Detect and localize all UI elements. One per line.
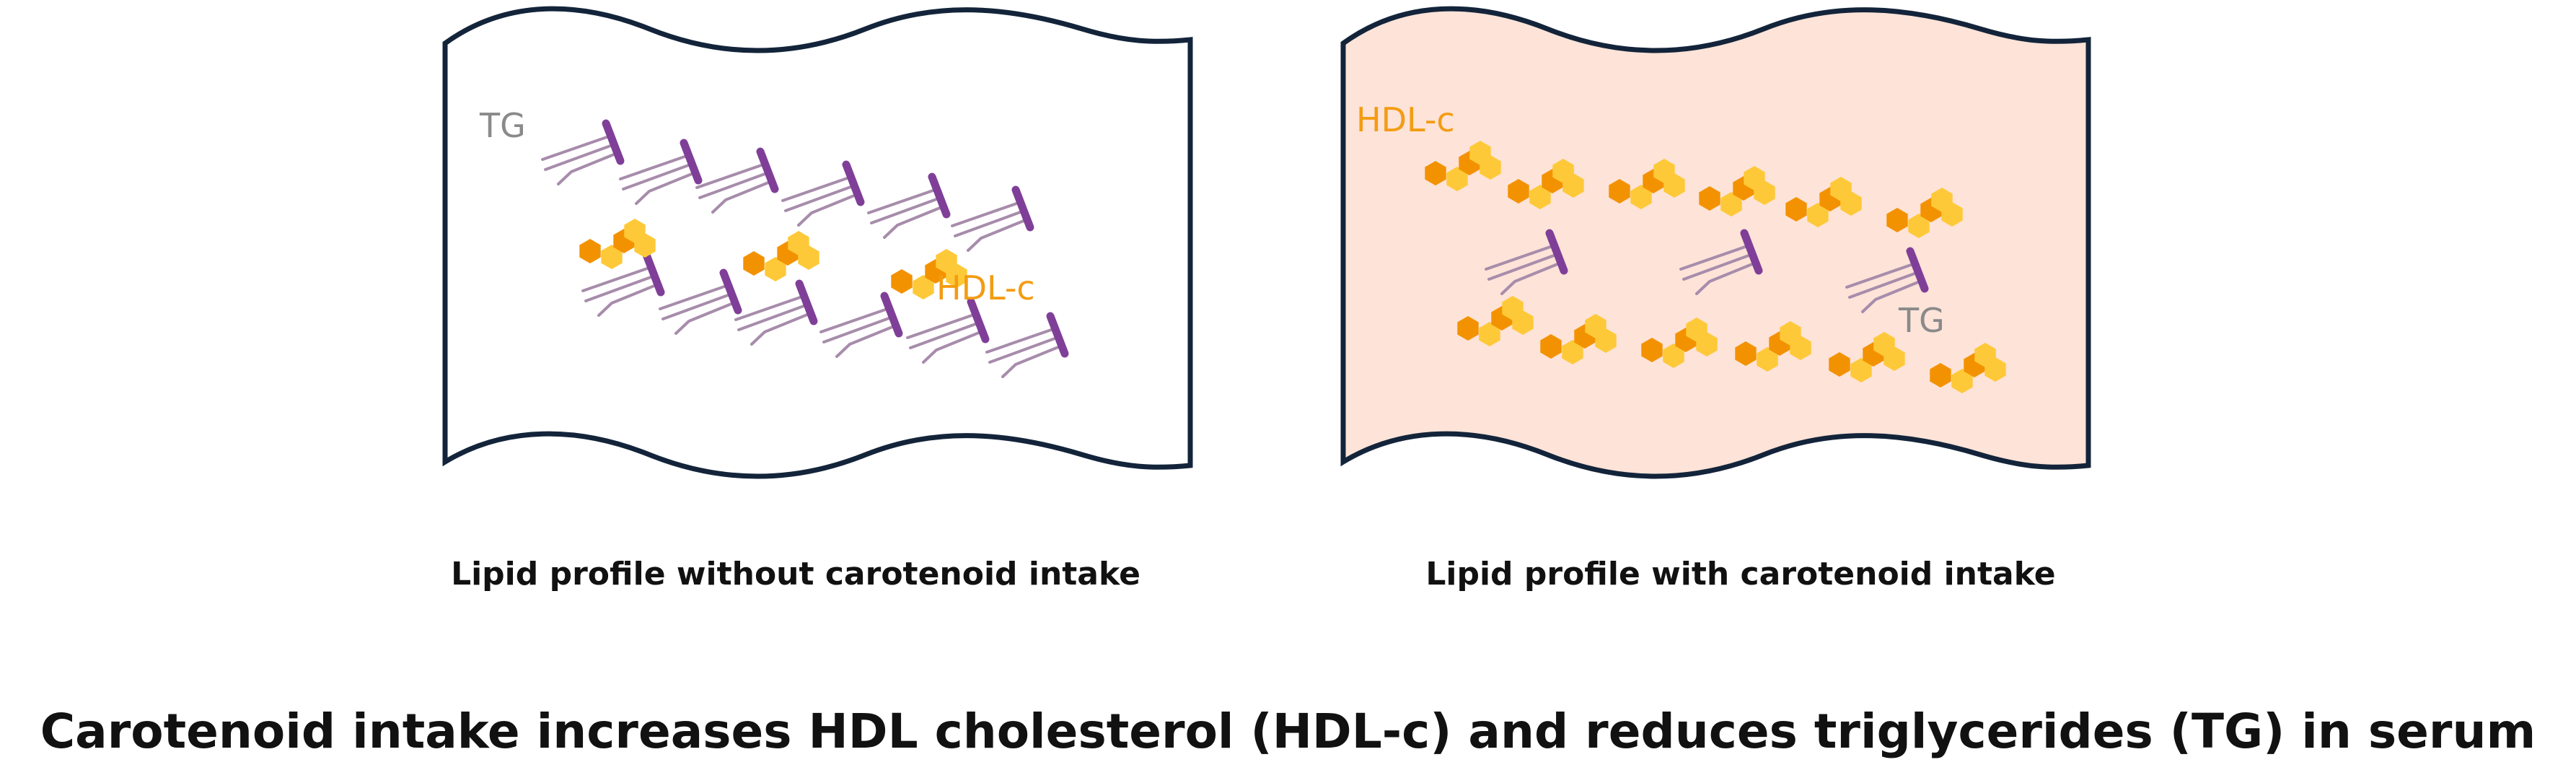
hdl-cholesterol-icon xyxy=(1699,166,1775,216)
hdl-cholesterol-icon xyxy=(1829,332,1905,382)
triglyceride-icon xyxy=(867,172,951,239)
triglyceride-icon xyxy=(695,147,779,214)
main-caption: Carotenoid intake increases HDL choleste… xyxy=(40,704,2536,759)
molecules-without xyxy=(541,119,1069,378)
triglyceride-icon xyxy=(734,279,818,346)
hdl-cholesterol-icon xyxy=(1457,296,1534,346)
triglyceride-icon xyxy=(1679,229,1763,295)
hdl-cholesterol-icon xyxy=(1641,318,1718,368)
triglyceride-icon xyxy=(1845,247,1929,313)
hdl-cholesterol-icon xyxy=(1930,343,2006,393)
hdl-label: HDL-c xyxy=(1356,100,1455,139)
hdl-cholesterol-icon xyxy=(1785,177,1862,227)
triglyceride-icon xyxy=(541,119,625,185)
triglyceride-icon xyxy=(906,297,990,364)
hdl-cholesterol-icon xyxy=(579,219,656,269)
triglyceride-icon xyxy=(985,312,1069,378)
triglyceride-icon xyxy=(659,268,742,335)
hdl-cholesterol-icon xyxy=(1609,159,1685,209)
triglyceride-icon xyxy=(619,139,703,205)
hdl-cholesterol-icon xyxy=(1425,141,1501,191)
hdl-cholesterol-icon xyxy=(1508,159,1584,209)
triglyceride-icon xyxy=(819,292,903,358)
tg-label: TG xyxy=(1898,301,1945,340)
serum-frame-with xyxy=(1340,6,2091,479)
triglyceride-icon xyxy=(581,250,665,317)
hdl-cholesterol-icon xyxy=(891,249,967,299)
panel-without: TG HDL-c xyxy=(442,6,1193,479)
triglyceride-icon xyxy=(951,185,1034,252)
panel-caption-without: Lipid profile without carotenoid intake xyxy=(451,556,1140,592)
hdl-cholesterol-icon xyxy=(1540,314,1617,364)
hdl-label: HDL-c xyxy=(936,268,1035,307)
panel-caption-with: Lipid profile with carotenoid intake xyxy=(1425,556,2056,592)
serum-frame-without xyxy=(442,6,1193,479)
tg-label: TG xyxy=(479,106,526,145)
hdl-cholesterol-icon xyxy=(743,231,819,281)
molecules-with xyxy=(1425,141,2006,393)
triglyceride-icon xyxy=(1485,229,1568,295)
hdl-cholesterol-icon xyxy=(1886,188,1963,238)
panel-with: HDL-c TG xyxy=(1340,6,2091,479)
hdl-cholesterol-icon xyxy=(1735,321,1811,372)
triglyceride-icon xyxy=(781,160,865,227)
